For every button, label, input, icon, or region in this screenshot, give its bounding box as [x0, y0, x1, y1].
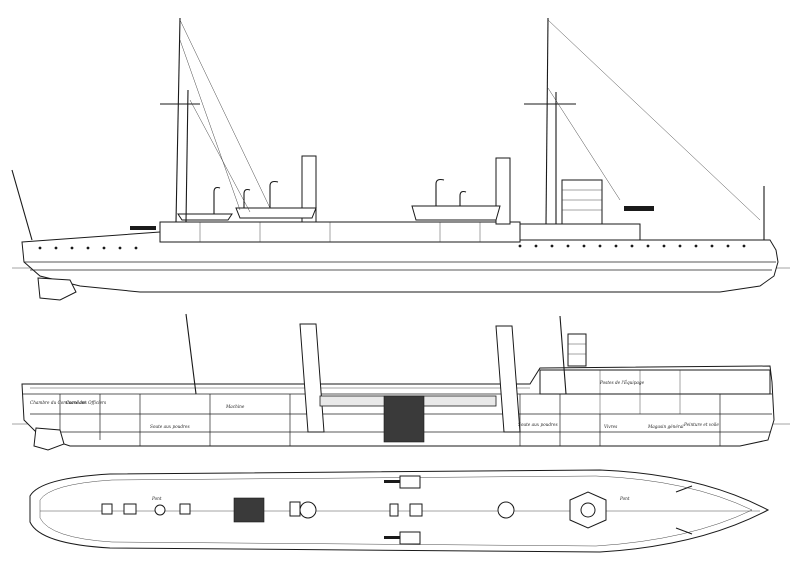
porthole: [518, 244, 522, 248]
boat-aft: [235, 207, 317, 219]
section-view: Chambre du Commandant Carré des Officier…: [12, 313, 790, 451]
gun-aft: [130, 226, 156, 230]
porthole: [598, 244, 602, 248]
engine-room: [383, 395, 425, 443]
funnel-aft: [301, 155, 317, 223]
stay: [179, 19, 271, 209]
section-label: Soute aux poudres: [518, 422, 558, 427]
deck-hatch-grating: [233, 497, 265, 523]
porthole: [726, 244, 730, 248]
fore-bridge: [561, 179, 603, 225]
deck-label: Pont: [619, 496, 630, 501]
boat-fore: [411, 205, 501, 221]
deck-label: Pont: [151, 496, 162, 501]
porthole: [550, 244, 554, 248]
porthole: [662, 244, 666, 248]
deck-plan-view: Pont Pont: [29, 469, 770, 553]
section-label: Carré des Officiers: [66, 400, 106, 405]
stay: [179, 39, 241, 211]
gun-sponson: [399, 475, 421, 489]
rudder: [37, 277, 77, 301]
stern-flagstaff: [11, 169, 33, 241]
stay: [547, 87, 621, 201]
ventilator: [269, 180, 279, 208]
section-funnel-aft: [299, 323, 325, 433]
porthole: [614, 244, 618, 248]
porthole: [102, 246, 106, 250]
porthole: [630, 244, 634, 248]
mainmast: [175, 17, 181, 223]
porthole: [134, 246, 138, 250]
porthole: [678, 244, 682, 248]
ventilator: [213, 186, 221, 214]
section-label: Soute aux poudres: [150, 424, 190, 429]
section-label: Vivres: [604, 424, 617, 429]
ventilator: [435, 178, 445, 206]
profile-superstructure: [159, 221, 521, 243]
forecastle: [519, 223, 641, 241]
porthole: [742, 244, 746, 248]
section-label: Postes de l'Équipage: [599, 380, 645, 385]
section-label: Peinture et voile: [683, 422, 719, 427]
foremast: [545, 17, 549, 225]
funnel-fore-plan: [497, 501, 515, 519]
porthole: [70, 246, 74, 250]
porthole: [710, 244, 714, 248]
porthole: [694, 244, 698, 248]
gun-sponson: [399, 531, 421, 545]
section-bridge: [567, 333, 587, 367]
porthole: [118, 246, 122, 250]
section-label: Machine: [225, 404, 245, 409]
ventilator: [243, 188, 251, 208]
porthole: [54, 246, 58, 250]
porthole: [566, 244, 570, 248]
stay: [547, 19, 761, 221]
porthole: [86, 246, 90, 250]
portholes: [38, 244, 746, 250]
section-funnel-fore: [495, 325, 521, 433]
ventilator: [459, 190, 467, 206]
gun-fore: [624, 206, 654, 211]
section-label: Chambre du Commandant: [30, 400, 86, 405]
funnel-aft-plan: [299, 501, 317, 519]
porthole: [582, 244, 586, 248]
porthole: [534, 244, 538, 248]
porthole: [646, 244, 650, 248]
porthole: [38, 246, 42, 250]
section-label: Magasin général: [647, 424, 684, 429]
profile-view: [11, 17, 790, 301]
